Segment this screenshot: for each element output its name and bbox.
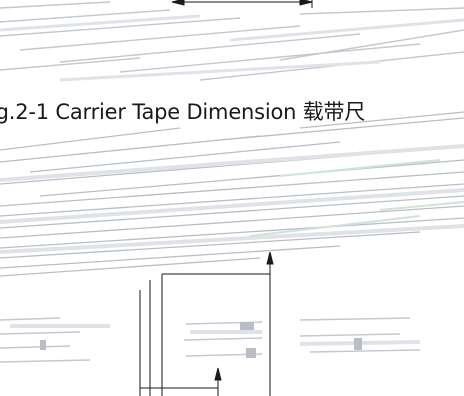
figure-caption: ig.2-1 Carrier Tape Dimension 载带尺: [0, 100, 366, 124]
